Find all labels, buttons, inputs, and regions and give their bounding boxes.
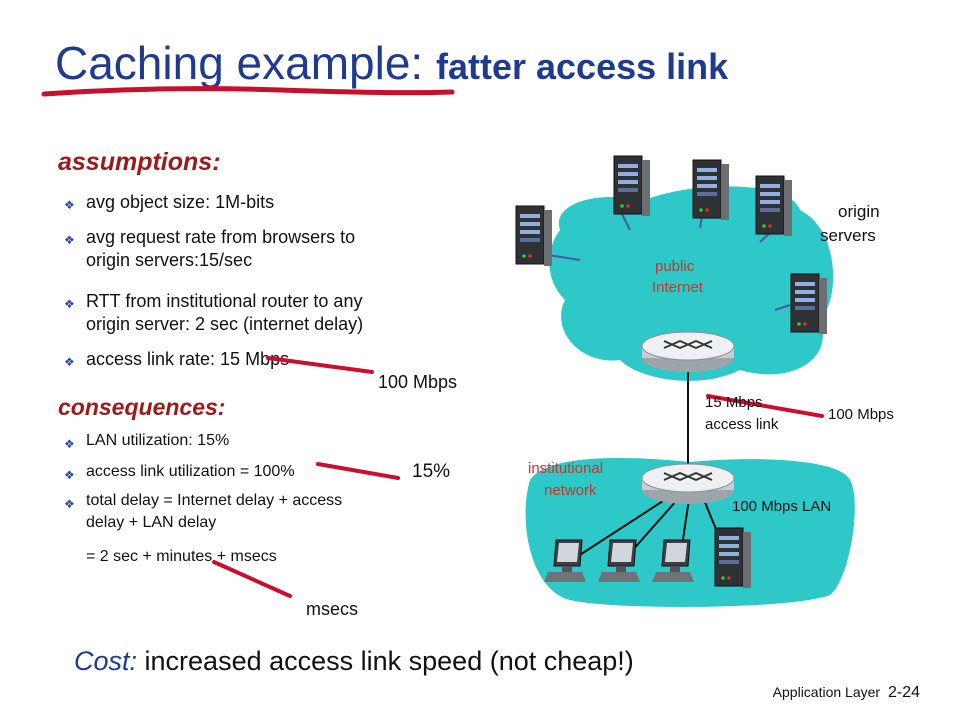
consequence-item: ❖ access link utilization = 100% [64, 461, 295, 483]
assumption-item: ❖ avg request rate from browsers to [64, 226, 355, 248]
assumption-item: ❖ access link rate: 15 Mbps [64, 348, 289, 370]
bullet-icon: ❖ [64, 297, 75, 311]
access-link-correction: 100 Mbps [828, 406, 894, 423]
page-number: 2-24 [887, 684, 920, 701]
assumption-item-cont: origin server: 2 sec (internet delay) [86, 314, 364, 334]
origin-server-icon [790, 273, 828, 335]
public-internet-label-2: Internet [652, 279, 703, 296]
internet-router-icon [641, 331, 735, 373]
origin-server-icon [755, 175, 793, 237]
utilization-correction: 15% [412, 461, 451, 482]
access-link-label-2: access link [705, 416, 779, 433]
network-diagram [515, 155, 855, 607]
title-main: Caching example: [55, 37, 424, 89]
origin-server-icon [515, 205, 553, 267]
assumption-item: ❖ RTT from institutional router to any [64, 290, 362, 312]
institutional-network-label-2: network [544, 482, 597, 499]
consequence-item: ❖ total delay = Internet delay + access [64, 490, 342, 512]
title-sub: fatter access link [435, 46, 729, 87]
page-title: Caching example: fatter access link [55, 36, 728, 90]
lan-label: 100 Mbps LAN [732, 498, 832, 515]
assumptions-heading: assumptions: [58, 148, 221, 176]
consequence-item-cont: delay + LAN delay [86, 514, 217, 531]
institutional-network-label: institutional [528, 460, 604, 477]
bullet-icon: ❖ [64, 233, 75, 247]
lan-server-icon [714, 527, 752, 589]
assumption-item-cont: origin servers:15/sec [86, 250, 253, 270]
origin-server-icon [613, 155, 651, 217]
bullet-icon: ❖ [64, 437, 75, 451]
access-link-label: 15 Mbps [705, 394, 763, 411]
origin-server-icon [692, 159, 730, 221]
cost-line: Cost: increased access link speed (not c… [74, 646, 634, 677]
consequence-item-cont: = 2 sec + minutes + msecs [86, 548, 277, 565]
title-underline [41, 86, 455, 97]
bullet-icon: ❖ [64, 198, 75, 212]
access-rate-correction: 100 Mbps [378, 372, 458, 392]
assumption-item: ❖ avg object size: 1M-bits [64, 191, 274, 213]
institutional-router-icon [641, 463, 735, 505]
bullet-icon: ❖ [64, 355, 75, 369]
cost-label: Cost: [74, 646, 138, 676]
origin-servers-label-2: servers [820, 226, 876, 245]
footer-label: Application Layer [772, 684, 881, 700]
public-internet-label: public [655, 258, 695, 275]
bullet-icon: ❖ [64, 468, 75, 482]
consequences-heading: consequences: [58, 394, 226, 420]
bullet-icon: ❖ [64, 497, 75, 511]
consequence-item: ❖ LAN utilization: 15% [64, 430, 229, 452]
cost-text: increased access link speed (not cheap!) [137, 646, 634, 676]
delay-correction: msecs [306, 599, 359, 619]
origin-servers-label: origin [838, 202, 880, 221]
footer: Application Layer 2-24 [773, 684, 920, 702]
